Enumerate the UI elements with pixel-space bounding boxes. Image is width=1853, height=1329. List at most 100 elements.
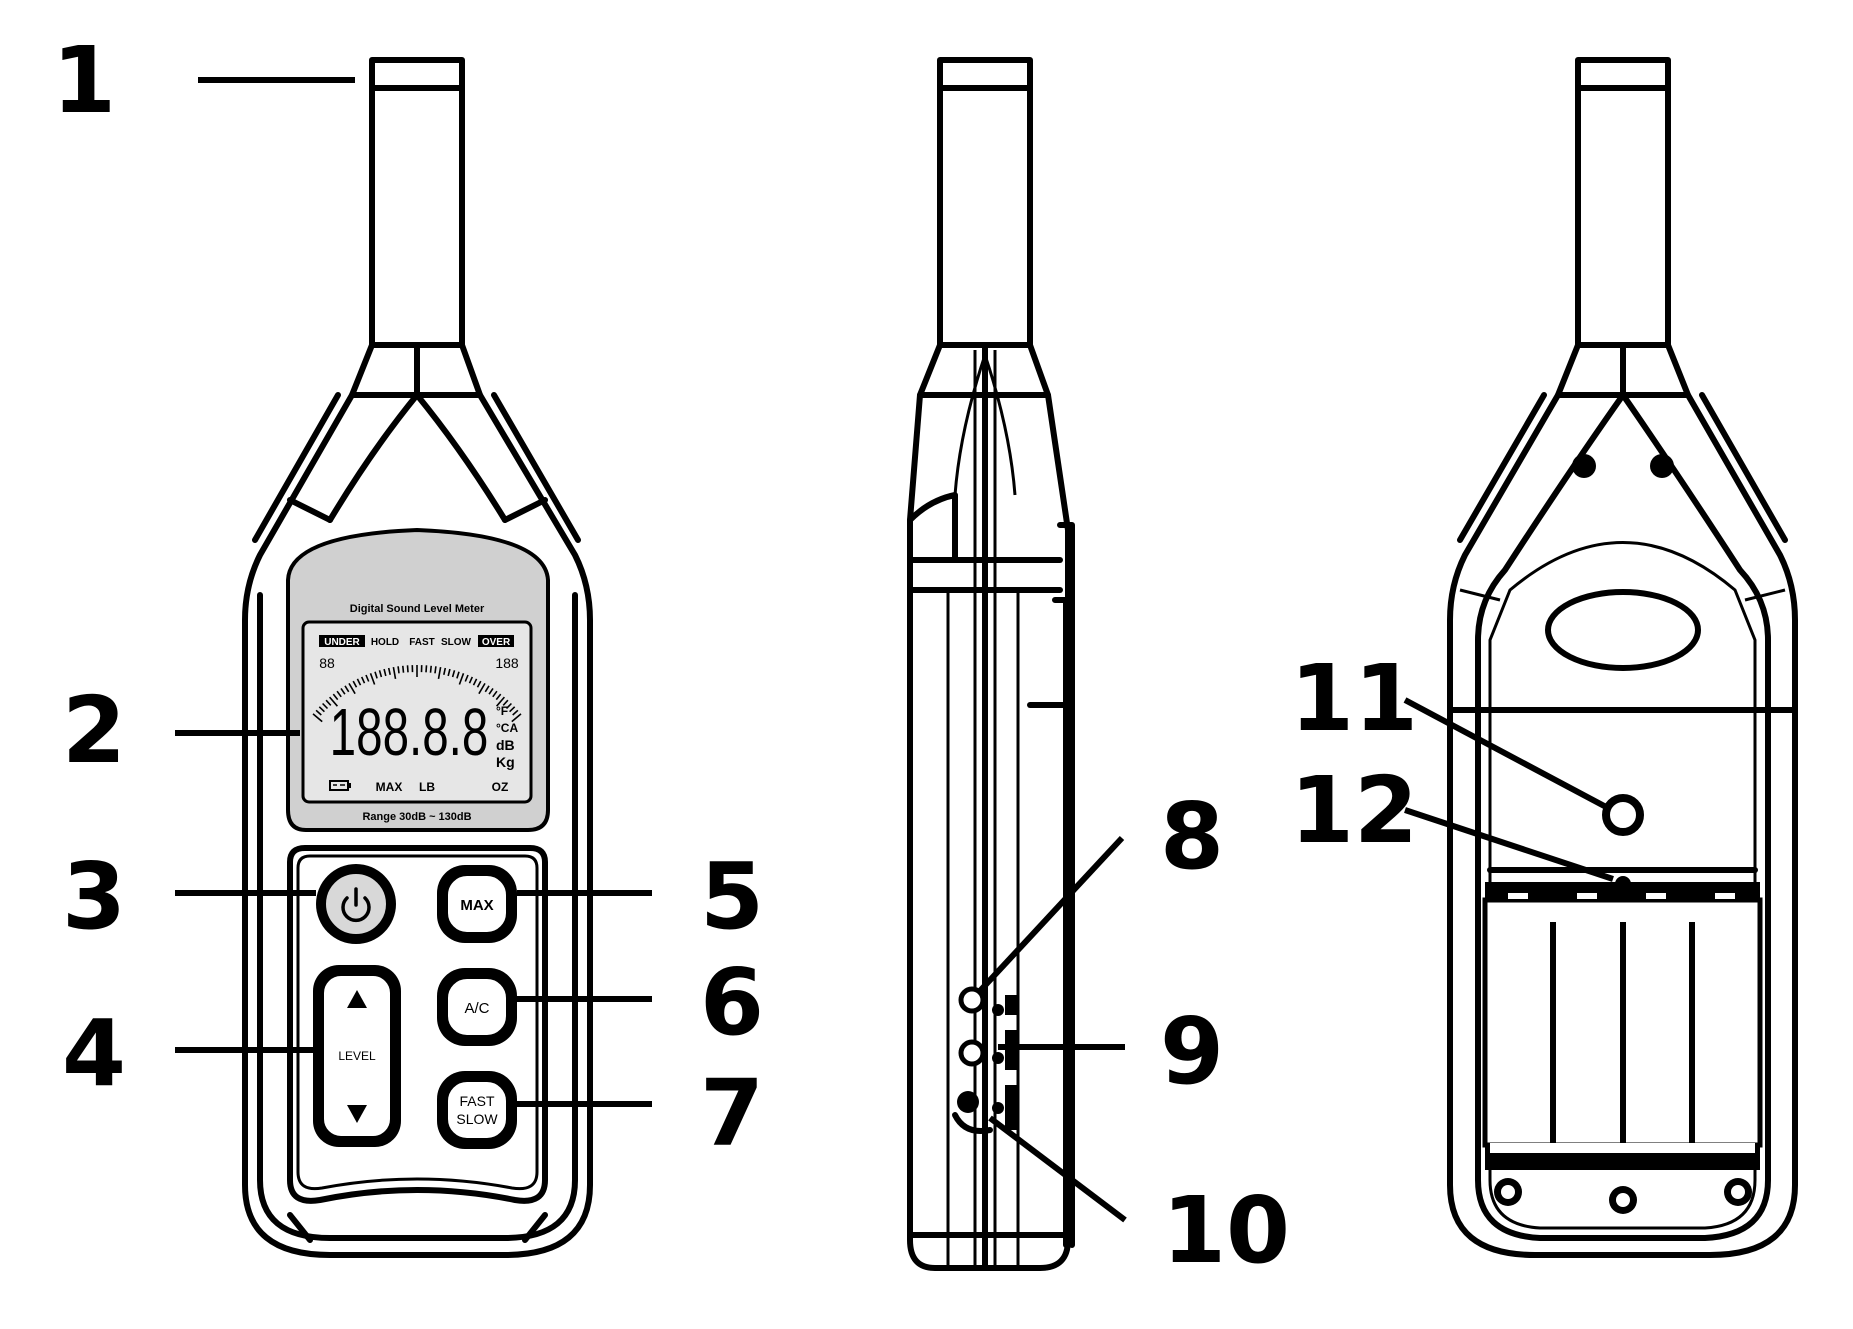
callout-10: 10 — [1162, 1177, 1290, 1284]
lcd-screen — [301, 620, 533, 804]
bargraph-tick — [495, 696, 506, 707]
bargraph-tick — [352, 680, 358, 688]
bargraph-tick — [443, 667, 447, 675]
bargraph-tick — [402, 665, 405, 673]
bargraph-tick — [328, 696, 339, 707]
lcd-left-small: 88 — [319, 655, 335, 671]
bargraph-tick — [348, 682, 356, 695]
bargraph-tick — [502, 699, 509, 706]
max-button[interactable]: MAX — [437, 865, 517, 943]
bargraph-tick — [447, 668, 451, 677]
bargraph-tick — [356, 678, 362, 686]
bargraph-tick — [488, 687, 494, 695]
back-screw-right — [1650, 454, 1674, 478]
side-view — [907, 57, 1075, 1271]
callout-2: 2 — [62, 677, 126, 784]
bargraph-tick — [464, 674, 469, 682]
callout-7: 7 — [700, 1060, 764, 1167]
level-button-label: LEVEL — [338, 1049, 376, 1063]
bargraph-tick — [365, 674, 370, 682]
lcd-main-digits: 188.8.8 — [330, 696, 489, 770]
side-jack-upper — [958, 986, 986, 1014]
bargraph-tick — [451, 670, 456, 678]
power-button[interactable] — [316, 864, 396, 944]
callout-9: 9 — [1160, 998, 1224, 1105]
bargraph-tick — [336, 690, 342, 698]
bargraph-tick — [397, 666, 400, 674]
back-screw-left — [1572, 454, 1596, 478]
bargraph-tick — [387, 667, 391, 675]
up-arrow-icon — [347, 990, 367, 1008]
bargraph-tick — [512, 709, 519, 716]
bargraph-tick — [434, 666, 437, 674]
lcd-oz: OZ — [492, 780, 509, 794]
level-button[interactable]: LEVEL — [313, 965, 401, 1147]
front-housing — [242, 392, 593, 1258]
fast-slow-button[interactable]: FAST SLOW — [437, 1071, 517, 1149]
bargraph-tick — [322, 702, 329, 710]
lcd-slow: SLOW — [441, 637, 472, 648]
bargraph-tick — [315, 709, 322, 716]
callout-11: 11 — [1290, 645, 1418, 752]
bargraph-tick — [406, 665, 409, 673]
lcd-fast: FAST — [409, 637, 435, 648]
battery-icon — [329, 780, 351, 791]
bargraph-tick — [468, 676, 474, 684]
bargraph-tick — [312, 713, 323, 723]
bargraph-tick — [478, 682, 486, 695]
lcd-right-small: 188 — [495, 655, 519, 671]
bargraph-tick — [374, 671, 378, 679]
bargraph-tick — [332, 693, 339, 701]
lcd-under: UNDER — [324, 637, 360, 648]
bargraph-tick — [318, 706, 325, 713]
keypad-panel — [287, 845, 548, 1204]
bargraph-tick — [476, 680, 482, 688]
range-label: Range 30dB ~ 130dB — [362, 811, 471, 823]
callout-4: 4 — [62, 1000, 126, 1107]
bargraph-tick — [392, 666, 397, 680]
callout-numbers: 1 2 3 4 5 6 7 8 9 10 11 12 — [52, 27, 1418, 1284]
slow-label: SLOW — [456, 1111, 498, 1127]
bargraph-tick — [340, 687, 346, 695]
back-microphone — [1575, 57, 1671, 348]
lcd-hold: HOLD — [371, 637, 399, 648]
ac-button-label: A/C — [464, 1000, 489, 1017]
bargraph-tick — [492, 690, 498, 698]
callout-3: 3 — [62, 843, 126, 950]
lcd-unit-db: dB — [496, 737, 515, 753]
ac-button[interactable]: A/C — [437, 968, 517, 1046]
side-microphone — [937, 57, 1033, 348]
callout-6: 6 — [700, 949, 764, 1056]
bargraph-tick — [325, 699, 332, 706]
max-button-label: MAX — [460, 897, 493, 914]
callout-1: 1 — [52, 27, 116, 134]
lcd-over: OVER — [482, 637, 511, 648]
bargraph-tick — [505, 702, 512, 710]
bargraph-tick — [360, 676, 366, 684]
bargraph-tick — [495, 693, 502, 701]
bargraph-tick — [511, 713, 522, 723]
bargraph-tick — [429, 665, 432, 673]
down-arrow-icon — [347, 1105, 367, 1123]
callout-5: 5 — [700, 843, 764, 950]
side-housing — [907, 392, 1071, 1271]
callout-12: 12 — [1290, 757, 1418, 864]
bargraph-tick — [484, 685, 490, 693]
lcd-unit-ca: °CA — [496, 721, 518, 735]
fast-label: FAST — [459, 1093, 494, 1109]
tripod-mount — [1602, 794, 1644, 836]
meter-title: Digital Sound Level Meter — [350, 603, 485, 615]
back-label-window — [1545, 589, 1701, 671]
bargraph-tick — [472, 678, 478, 686]
bargraph-tick — [458, 673, 465, 685]
side-jack-middle — [958, 1039, 986, 1067]
bargraph-tick — [378, 670, 383, 678]
bargraph-tick — [369, 673, 376, 685]
battery-compartment — [1482, 882, 1763, 1170]
lcd-unit-kg: Kg — [496, 754, 515, 770]
bargraph-tick — [425, 665, 428, 673]
bargraph-tick — [437, 666, 442, 680]
front-view: Digital Sound Level Meter UNDER HOLD FAS… — [242, 57, 593, 1258]
microphone — [369, 57, 465, 348]
